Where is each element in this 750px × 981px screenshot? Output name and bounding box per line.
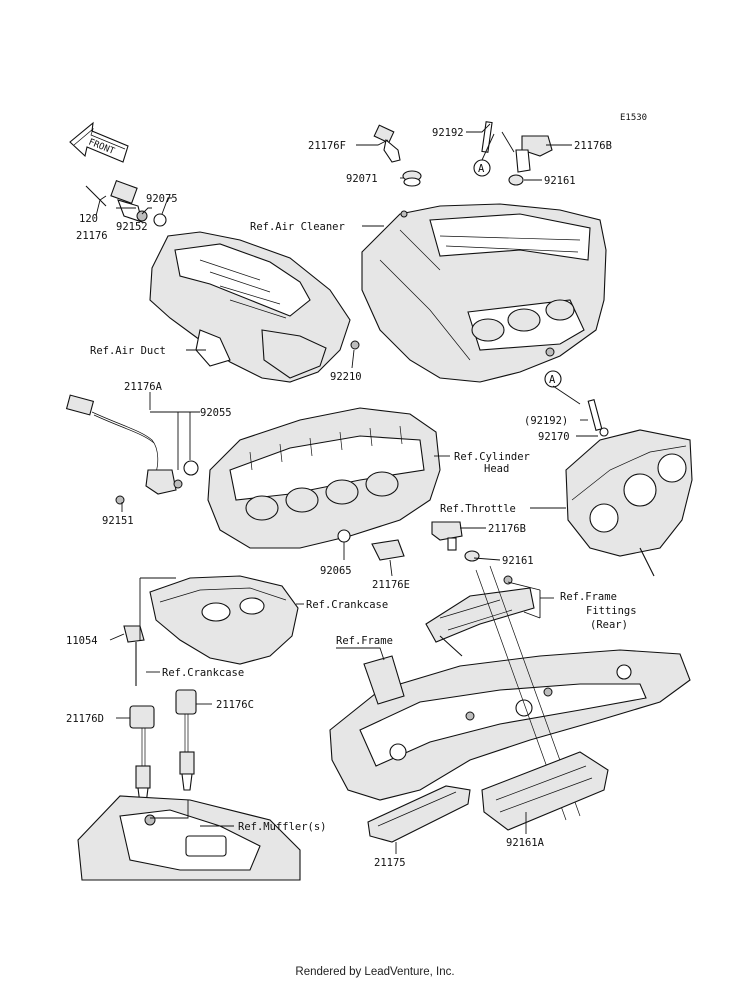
sensor-21176B-mid [431, 521, 480, 562]
ref-frame-fittings-2: Fittings [586, 605, 637, 617]
callout-92075: 92075 [146, 193, 178, 205]
sensor-21176A [65, 394, 199, 505]
callout-92192-paren: (92192) [524, 415, 568, 427]
ref-air-duct: Ref.Air Duct [90, 345, 166, 357]
ref-cylinder-head-2: Head [484, 463, 509, 475]
diagram-code: E1530 [620, 113, 647, 123]
callout-21175: 21175 [374, 857, 406, 869]
ref-crankcase-1: Ref.Crankcase [306, 599, 388, 611]
o2-sensor-21176D [129, 705, 155, 805]
callout-21176: 21176 [76, 230, 108, 242]
callout-a-mid: A [549, 374, 556, 386]
callout-92192: 92192 [432, 127, 464, 139]
callout-21176E: 21176E [372, 579, 410, 591]
callout-92161A: 92161A [506, 837, 545, 849]
callout-120: 120 [79, 213, 98, 225]
ref-mufflers: Ref.Muffler(s) [238, 821, 327, 833]
air-cleaner-drawing [361, 203, 607, 383]
callout-92071: 92071 [346, 173, 378, 185]
muffler-drawing [77, 795, 301, 881]
grommet-92071 [402, 170, 422, 187]
callout-92161-mid: 92161 [502, 555, 534, 567]
hose-92192 [481, 121, 493, 153]
callout-92170: 92170 [538, 431, 570, 443]
callout-21176F: 21176F [308, 140, 346, 152]
callout-92065: 92065 [320, 565, 352, 577]
ref-crankcase-2: Ref.Crankcase [162, 667, 244, 679]
ref-frame-fittings-3: (Rear) [590, 619, 628, 631]
callout-21176B-mid: 21176B [488, 523, 526, 535]
callout-21176D: 21176D [66, 713, 104, 725]
callout-92161-top: 92161 [544, 175, 576, 187]
callout-92210: 92210 [330, 371, 362, 383]
callout-92151: 92151 [102, 515, 134, 527]
callout-21176C: 21176C [216, 699, 254, 711]
circle-marker-a-mid [544, 370, 562, 388]
sensor-21176F [373, 124, 401, 163]
callout-92152: 92152 [116, 221, 148, 233]
ecu-92161A [481, 751, 609, 831]
o2-sensor-21176C [175, 689, 197, 791]
callout-a-top: A [478, 163, 485, 175]
air-duct-drawing [149, 231, 360, 383]
sensor-21176 [85, 180, 167, 227]
footer-credit: Rendered by LeadVenture, Inc. [295, 966, 454, 978]
ref-throttle: Ref.Throttle [440, 503, 516, 515]
ref-air-cleaner: Ref.Air Cleaner [250, 221, 345, 233]
ref-frame: Ref.Frame [336, 635, 393, 647]
cylinder-head-drawing [207, 407, 441, 561]
ref-frame-fittings-1: Ref.Frame [560, 591, 617, 603]
throttle-body-drawing [565, 399, 693, 577]
sensor-21176B-top [508, 135, 553, 186]
callout-92055: 92055 [200, 407, 232, 419]
ref-cylinder-head-1: Ref.Cylinder [454, 451, 530, 463]
crankcase-drawing [123, 575, 299, 686]
ecu-cover-21175 [367, 785, 471, 843]
frame-drawing [329, 649, 691, 801]
leader-lines [95, 123, 598, 854]
callout-11054: 11054 [66, 635, 98, 647]
front-arrow-icon: FRONT [69, 121, 129, 163]
callout-21176B-top: 21176B [574, 140, 612, 152]
callout-21176A: 21176A [124, 381, 163, 393]
